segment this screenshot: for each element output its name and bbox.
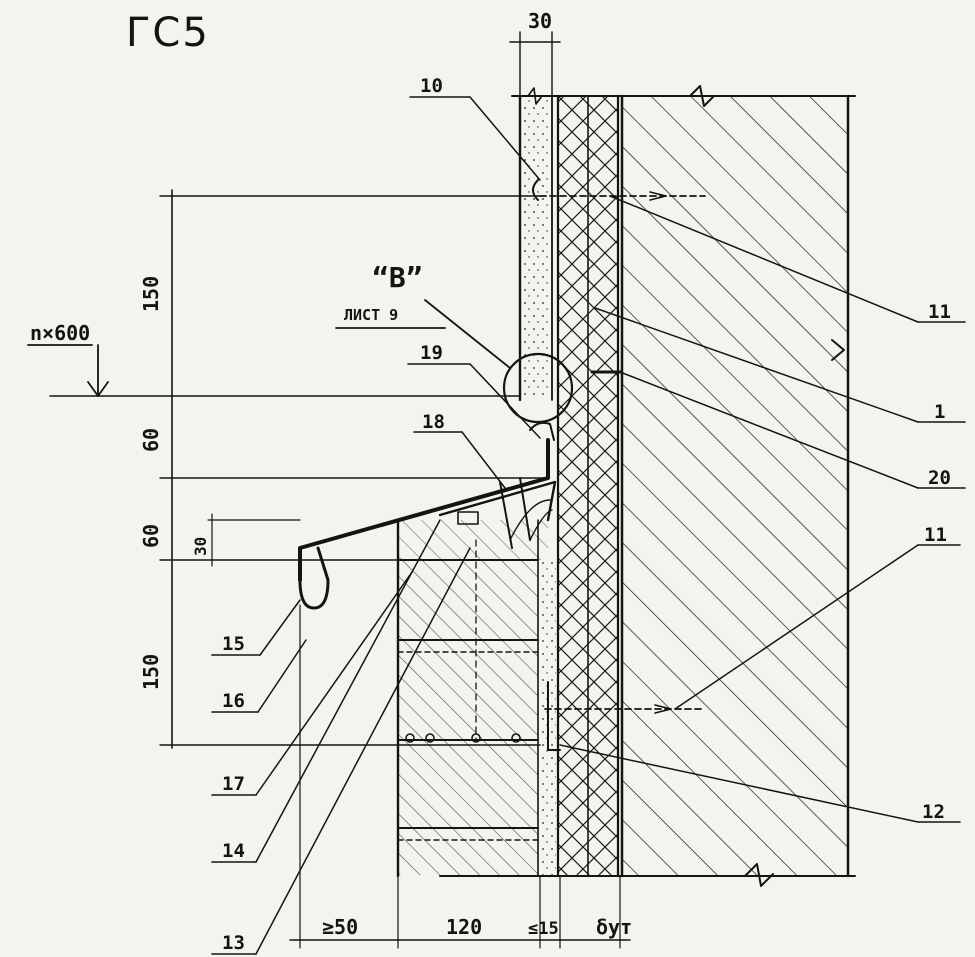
callout-13: 13	[222, 932, 245, 954]
level-mark: n×600	[27, 321, 521, 397]
callout-15: 15	[222, 633, 245, 655]
brick-cladding	[396, 518, 556, 878]
bottom-dimension-chain: ≥50 120 ≤15 δут	[289, 604, 632, 949]
callout-16: 16	[222, 690, 245, 712]
insulation-layer	[556, 94, 620, 878]
detail-mark: “B”	[372, 261, 423, 294]
dim-120: 120	[446, 915, 482, 939]
callout-1: 1	[934, 401, 945, 423]
dim-30: 30	[191, 537, 210, 556]
callout-14: 14	[222, 840, 245, 862]
dim-max-15: ≤15	[528, 919, 559, 939]
callout-19: 19	[420, 342, 443, 364]
callout-leaders	[211, 96, 966, 955]
dim-150-bottom: 150	[139, 654, 163, 690]
sill-flashing	[298, 421, 557, 610]
callout-labels: 10 11 1 20 11 12 19 18 15 16 17 14 13	[222, 75, 951, 954]
dim-delta-insulation: δут	[596, 915, 632, 939]
drawing-title: ГС5	[126, 10, 210, 56]
detail-sheet: ЛИСТ 9	[344, 306, 398, 324]
level-mark-label: n×600	[30, 321, 90, 345]
callout-10: 10	[420, 75, 443, 97]
dim-60-upper: 60	[139, 428, 163, 452]
callout-18: 18	[422, 411, 445, 433]
callout-20: 20	[928, 467, 951, 489]
detail-circle-b	[335, 299, 574, 424]
plaster-facing	[518, 87, 553, 402]
dim-min-50: ≥50	[322, 915, 358, 939]
top-dimension: 30	[509, 9, 561, 97]
dim-60-lower: 60	[139, 524, 163, 548]
top-dimension-value: 30	[528, 9, 552, 33]
callout-17: 17	[222, 773, 245, 795]
vertical-dimension-chain: 150 60 60 30 150	[139, 189, 549, 749]
dim-150-top: 150	[139, 276, 163, 312]
anchor-bolts	[539, 191, 706, 751]
callout-12: 12	[922, 801, 945, 823]
callout-11-lower: 11	[924, 524, 947, 546]
callout-11-upper: 11	[928, 301, 951, 323]
